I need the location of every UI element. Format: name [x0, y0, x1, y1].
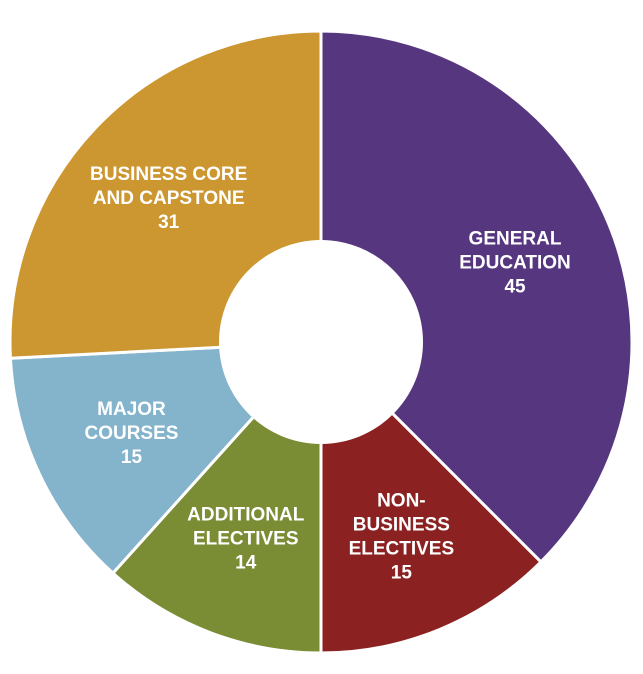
- slice-category-label: EDUCATION: [459, 252, 571, 273]
- slice-label-major-courses: MAJOR COURSES 15: [84, 399, 178, 468]
- donut-hole: [219, 240, 423, 444]
- slice-category-label: MAJOR: [97, 399, 166, 420]
- slice-category-label: BUSINESS CORE: [90, 164, 247, 185]
- slice-value-label: 14: [235, 553, 257, 574]
- slice-category-label: ADDITIONAL: [187, 505, 305, 526]
- slice-value-label: 15: [391, 563, 413, 584]
- slice-category-label: NON-: [377, 491, 426, 512]
- slice-category-label: GENERAL: [469, 228, 562, 249]
- slice-value-label: 45: [504, 276, 526, 297]
- slice-label-additional-electives: ADDITIONAL ELECTIVES 14: [187, 505, 305, 574]
- slice-category-label: ELECTIVES: [193, 529, 299, 550]
- slice-general-education: [319, 29, 634, 565]
- slice-label-general-education: GENERAL EDUCATION 45: [459, 228, 571, 297]
- slice-label-non-business-electives: NON- BUSINESS ELECTIVES 15: [349, 491, 455, 584]
- slice-category-label: COURSES: [84, 423, 178, 444]
- slice-category-label: ELECTIVES: [349, 539, 455, 560]
- slice-value-label: 15: [121, 447, 143, 468]
- slice-value-label: 31: [158, 212, 180, 233]
- slice-category-label: BUSINESS: [353, 515, 450, 536]
- slice-category-label: AND CAPSTONE: [93, 188, 245, 209]
- slice-label-business-core-and-capstone: BUSINESS CORE AND CAPSTONE 31: [90, 164, 247, 233]
